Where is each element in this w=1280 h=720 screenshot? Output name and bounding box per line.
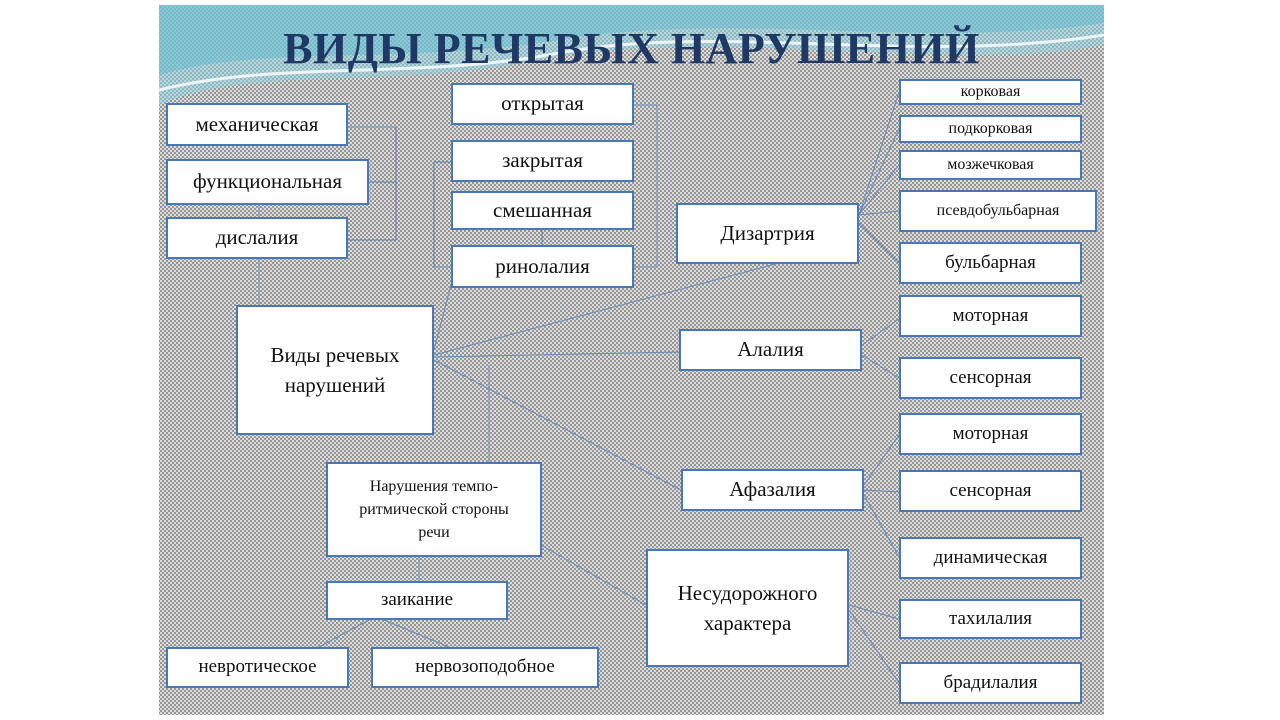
node-non-convulsive: Несудорожного характера xyxy=(646,549,849,667)
link-nonconvulsive-tachylalia xyxy=(848,604,900,620)
node-stuttering: заикание xyxy=(326,581,508,620)
link-alalia-motor xyxy=(861,318,900,346)
node-rhinolalia: ринолалия xyxy=(451,245,634,288)
link-aphasia-sensory xyxy=(863,489,900,493)
node-tempo: Нарушения темпо-ритмической стороны речи xyxy=(326,462,542,557)
node-pseudobulbar: псевдобульбарная xyxy=(899,190,1097,232)
node-subcortical: подкорковая xyxy=(899,115,1082,143)
node-aphasia-sensory: сенсорная xyxy=(899,470,1082,512)
bracket-open-rhinolalia xyxy=(634,104,658,268)
slide: ВИДЫ РЕЧЕВЫХ НАРУШЕНИЙ xyxy=(159,5,1104,715)
node-neurotic: невротическое xyxy=(166,647,349,688)
link-stuttering-neurosis-like xyxy=(383,619,450,648)
link-dysarthria-bulbar xyxy=(858,222,900,264)
link-aphasia-motor xyxy=(863,434,900,486)
node-alalia-sensory: сенсорная xyxy=(899,357,1082,399)
node-alalia-motor: моторная xyxy=(899,295,1082,337)
node-mechanical: механическая xyxy=(166,103,348,146)
node-tachylalia: тахилалия xyxy=(899,599,1082,639)
page-title: ВИДЫ РЕЧЕВЫХ НАРУШЕНИЙ xyxy=(283,24,980,73)
node-bulbar: бульбарная xyxy=(899,242,1082,284)
node-mixed: смешанная xyxy=(451,191,634,230)
node-dysarthria: Дизартрия xyxy=(676,203,859,264)
node-dyslalia: дислалия xyxy=(166,217,348,259)
node-alalia: Алалия xyxy=(679,329,862,371)
node-aphasia-dynamic: динамическая xyxy=(899,537,1082,579)
node-neurosis-like: нервозоподобное xyxy=(371,647,599,688)
link-tempo-nonconvulsive xyxy=(540,544,647,606)
node-cortical: корковая xyxy=(899,79,1082,105)
link-dysarthria-cerebellar xyxy=(858,164,900,216)
link-dysarthria-subcortical xyxy=(858,128,900,216)
node-bradylalia: брадилалия xyxy=(899,662,1082,704)
node-cerebellar: мозжечковая xyxy=(899,150,1082,180)
node-aphasia: Афазалия xyxy=(681,469,864,511)
bracket-closed-rhinolalia xyxy=(433,161,451,268)
node-aphasia-motor: моторная xyxy=(899,413,1082,455)
link-center-alalia xyxy=(433,351,680,358)
link-dysarthria-pseudobulbar xyxy=(858,210,900,216)
link-alalia-sensory xyxy=(861,354,900,379)
link-aphasia-dynamic xyxy=(863,494,900,558)
link-dysarthria-cortical xyxy=(858,91,900,216)
node-center: Виды речевых нарушений xyxy=(236,305,434,435)
node-functional: функциональная xyxy=(166,159,369,205)
link-center-rhinolalia xyxy=(433,284,452,351)
link-nonconvulsive-bradylalia xyxy=(848,609,900,684)
link-stuttering-neurotic xyxy=(318,619,370,648)
node-open: открытая xyxy=(451,83,634,125)
node-closed: закрытая xyxy=(451,140,634,182)
